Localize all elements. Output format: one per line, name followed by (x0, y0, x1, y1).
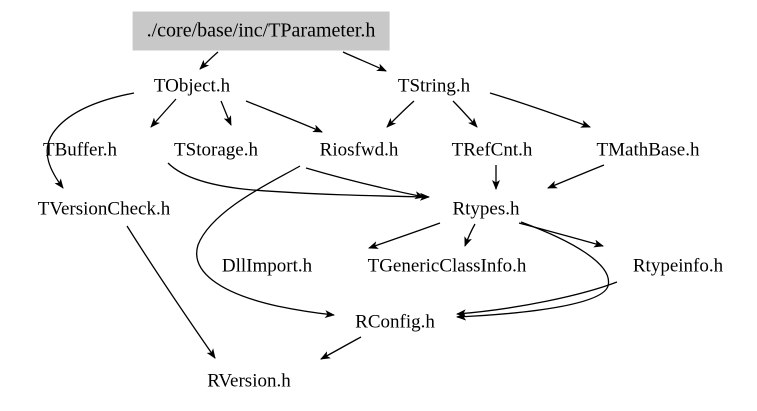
edge-rtypes-dllimport (368, 222, 441, 249)
node-riosfwd[interactable]: Riosfwd.h (319, 139, 399, 161)
node-tobject[interactable]: TObject.h (153, 75, 231, 97)
node-dllimport[interactable]: DllImport.h (221, 255, 313, 277)
node-tbuffer[interactable]: TBuffer.h (42, 139, 118, 161)
edge-tstring-trefcnt (452, 100, 478, 128)
edge-tmathbase-rtypes (547, 164, 605, 189)
edge-tstring-tmathbase (489, 92, 591, 128)
node-rtypeinfo[interactable]: Rtypeinfo.h (632, 255, 724, 277)
node-rconfig[interactable]: RConfig.h (355, 311, 435, 333)
edge-tobject-tversioncheck (46, 92, 135, 189)
node-tmathbase[interactable]: TMathBase.h (596, 139, 700, 161)
edge-riosfwd-rtypes (305, 167, 425, 200)
node-trefcnt[interactable]: TRefCnt.h (451, 139, 533, 161)
node-tstring[interactable]: TString.h (397, 75, 471, 97)
edge-tobject-tstorage (220, 100, 232, 126)
node-tstorage[interactable]: TStorage.h (174, 139, 258, 161)
edge-rtypes-tgenericclassinfo (464, 223, 476, 247)
edge-rtypes-rconfig (456, 221, 610, 321)
graph-title-node[interactable]: ./core/base/inc/TParameter.h (132, 11, 390, 51)
edge-riosfwd-rconfig (196, 165, 335, 319)
node-tversioncheck[interactable]: TVersionCheck.h (37, 198, 171, 220)
edge-rconfig-rversion (320, 336, 362, 360)
edge-tparameter-tstring (342, 51, 387, 72)
edge-tstring-riosfwd (386, 100, 415, 128)
node-rtypes[interactable]: Rtypes.h (452, 198, 520, 220)
edge-tparameter-tobject (199, 51, 219, 70)
node-rversion[interactable]: RVersion.h (207, 370, 291, 392)
edge-rtypeinfo-rconfig (456, 281, 618, 318)
edge-tstorage-rtypes (167, 162, 430, 201)
edge-tobject-riosfwd (245, 100, 323, 133)
edge-tversioncheck-rversion (126, 225, 216, 359)
edge-rtypes-rtypeinfo (518, 222, 604, 248)
node-tgenericclassinfo[interactable]: TGenericClassInfo.h (367, 255, 527, 277)
edge-tobject-tbuffer (150, 98, 177, 128)
